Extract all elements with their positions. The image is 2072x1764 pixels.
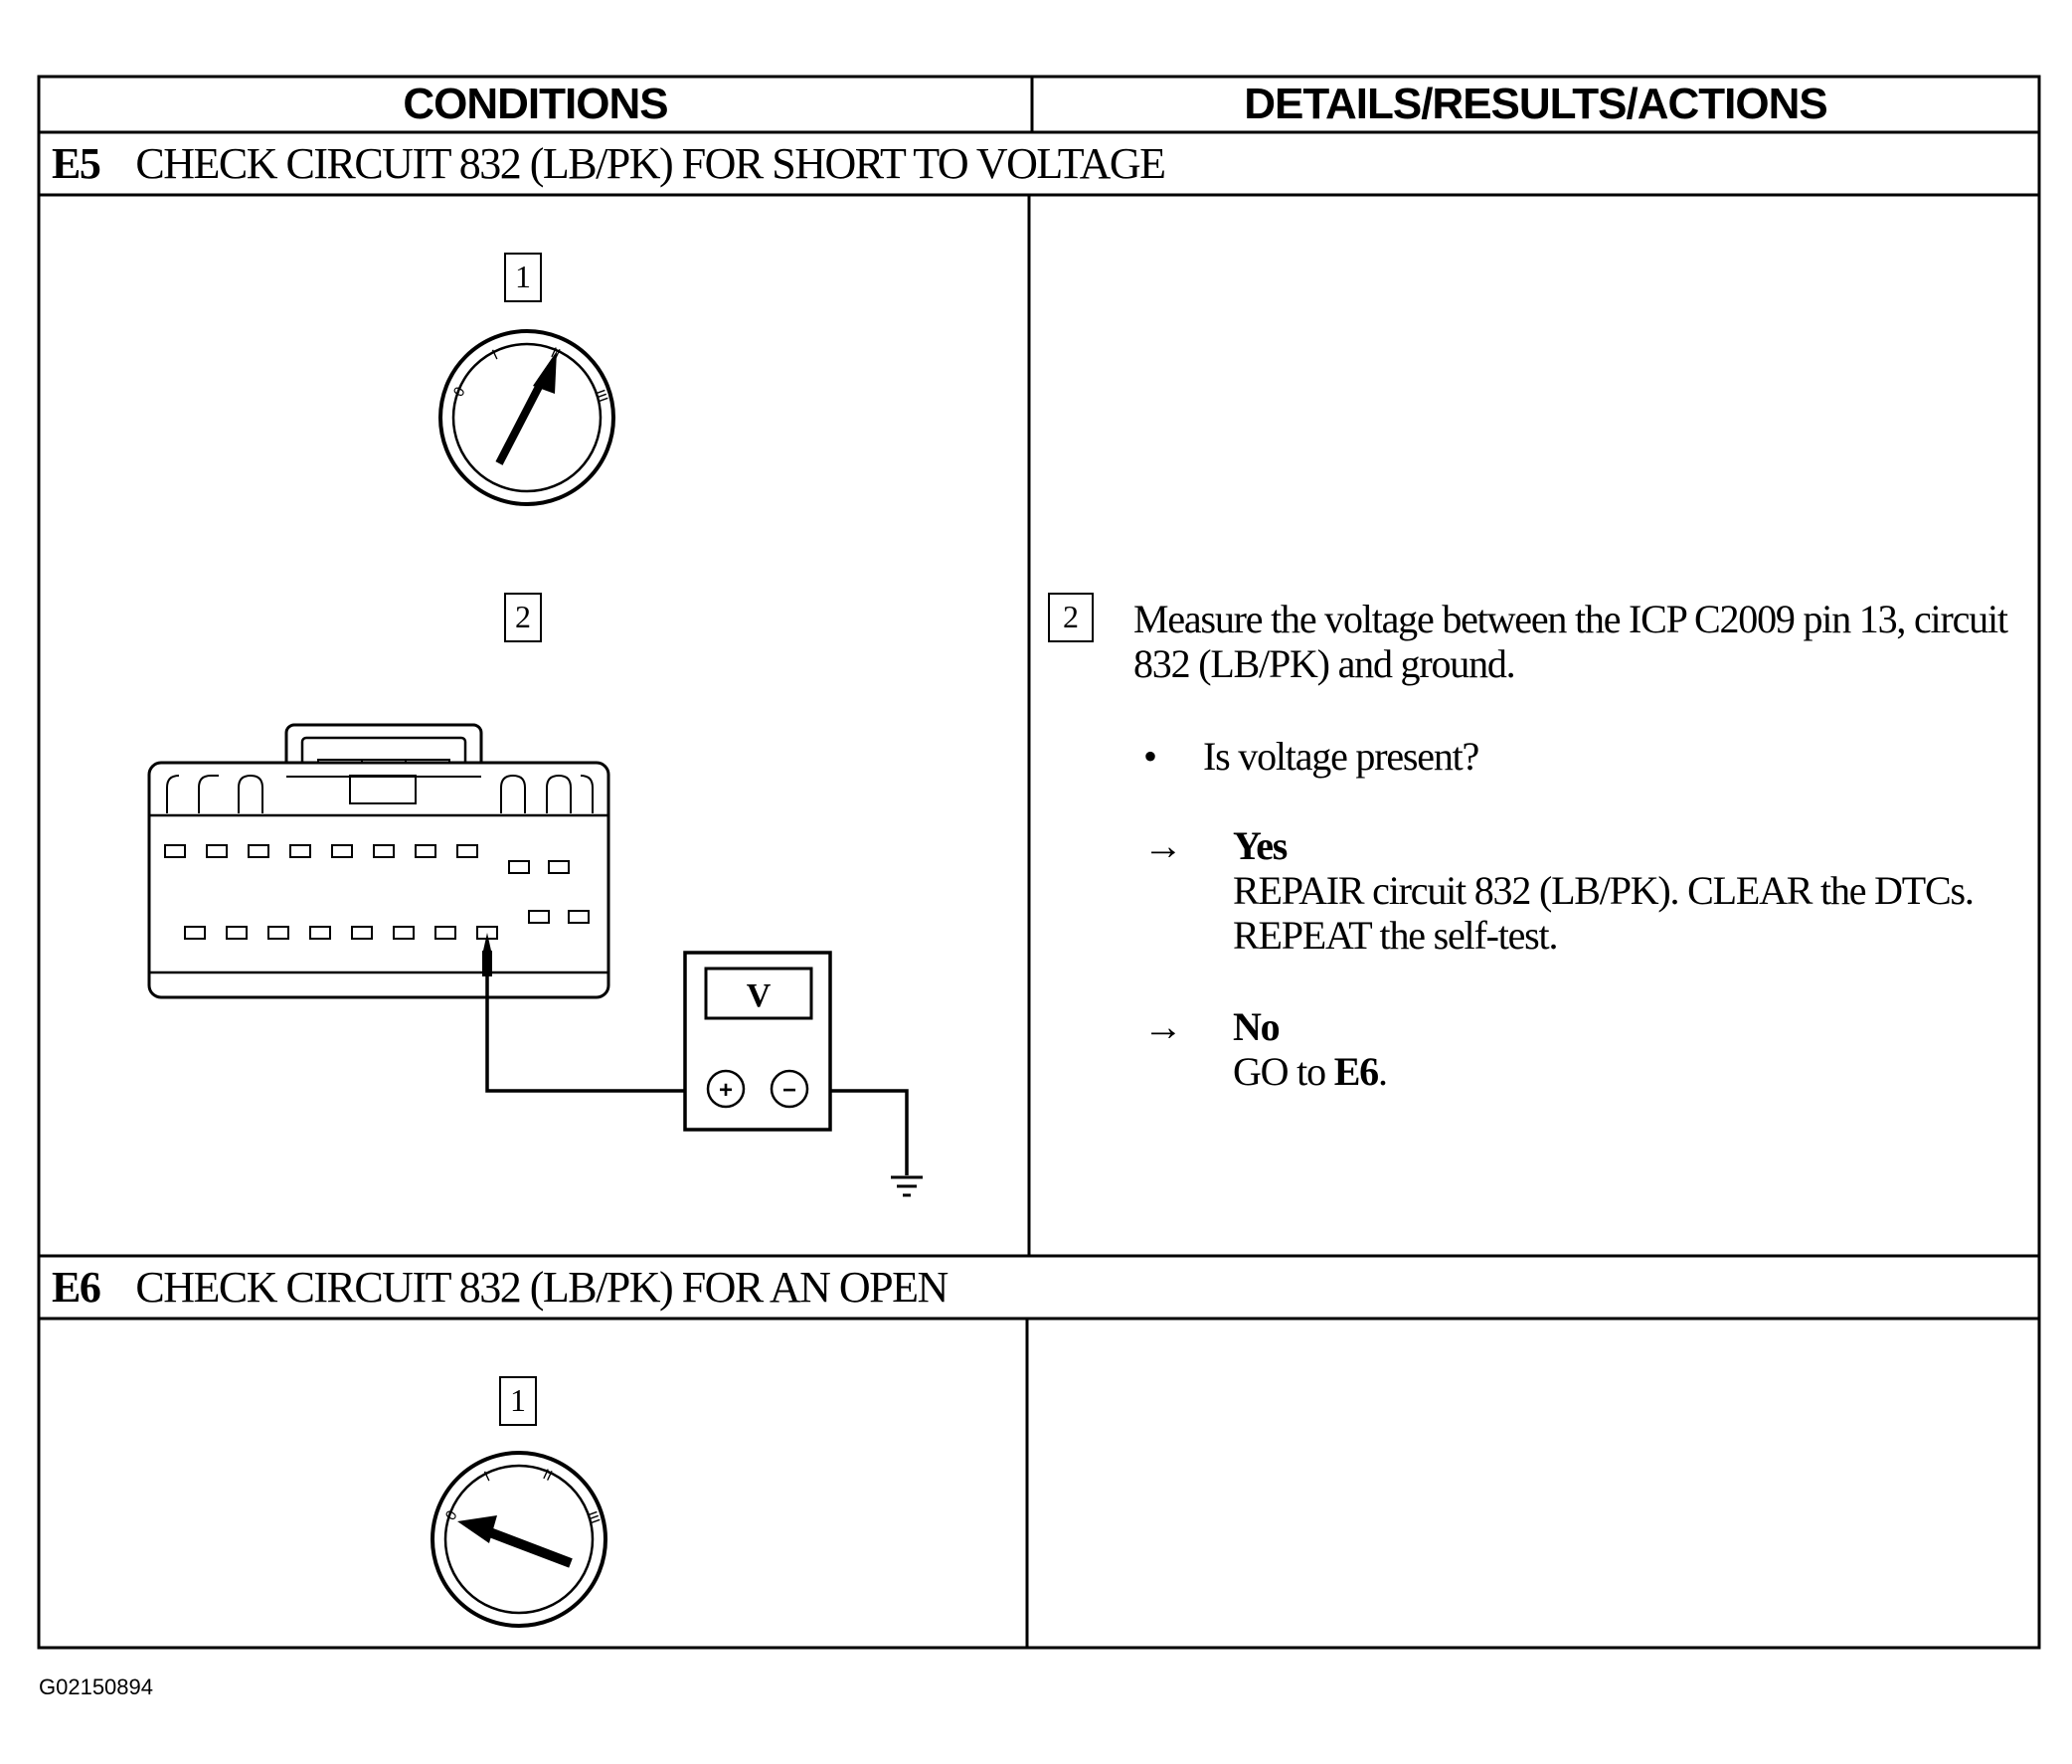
key-pos-start-label: III (591, 388, 610, 406)
e5-detail-step2-box: 2 (1048, 593, 1094, 642)
conditions-header: CONDITIONS (403, 80, 668, 128)
e5-step1-number-box: 1 (504, 253, 542, 302)
meter-display-symbol: V (747, 977, 772, 1014)
e5-step-id: E5 (52, 139, 101, 188)
e6-step-id: E6 (52, 1263, 101, 1312)
e6-section-title: E6 CHECK CIRCUIT 832 (LB/PK) FOR AN OPEN (52, 1259, 949, 1317)
yes-action: REPAIR circuit 832 (LB/PK). CLEAR the DT… (1233, 868, 1975, 958)
no-action: GO to E6. (1233, 1049, 1388, 1094)
e5-section-title: E5 CHECK CIRCUIT 832 (LB/PK) FOR SHORT TO… (52, 135, 1166, 193)
yes-label: Yes (1233, 823, 1288, 868)
no-action-target-link[interactable]: E6 (1333, 1049, 1379, 1094)
key-pos-acc-label: I (490, 346, 501, 363)
ignition-key-off-icon: 0 I II III (431, 1451, 607, 1628)
measure-instruction: Measure the voltage between the ICP C200… (1133, 597, 2008, 686)
meter-plus-terminal: + (719, 1077, 733, 1104)
e6-step1-number-box: 1 (499, 1376, 537, 1426)
voltage-question: Is voltage present? (1203, 734, 1479, 779)
no-action-suffix: . (1377, 1049, 1388, 1094)
question-bullet: • (1143, 734, 1157, 779)
e6-key-pos-acc-label: I (482, 1468, 493, 1485)
no-label: No (1233, 1004, 1281, 1049)
no-arrow: → (1143, 1004, 1183, 1049)
e5-title-text: CHECK CIRCUIT 832 (LB/PK) FOR SHORT TO V… (135, 139, 1166, 188)
meter-minus-terminal: − (782, 1077, 796, 1104)
no-action-prefix: GO to (1233, 1049, 1334, 1094)
figure-id: G02150894 (39, 1675, 153, 1699)
e5-step2-number-box: 2 (504, 593, 542, 642)
e6-key-pos-start-label: III (583, 1509, 603, 1527)
details-header: DETAILS/RESULTS/ACTIONS (1244, 80, 1828, 128)
yes-arrow: → (1143, 823, 1183, 868)
ignition-key-run-icon: 0 I II III (438, 329, 615, 506)
e6-title-text: CHECK CIRCUIT 832 (LB/PK) FOR AN OPEN (135, 1263, 949, 1312)
connector-voltmeter-diagram: V + − (147, 723, 923, 1197)
